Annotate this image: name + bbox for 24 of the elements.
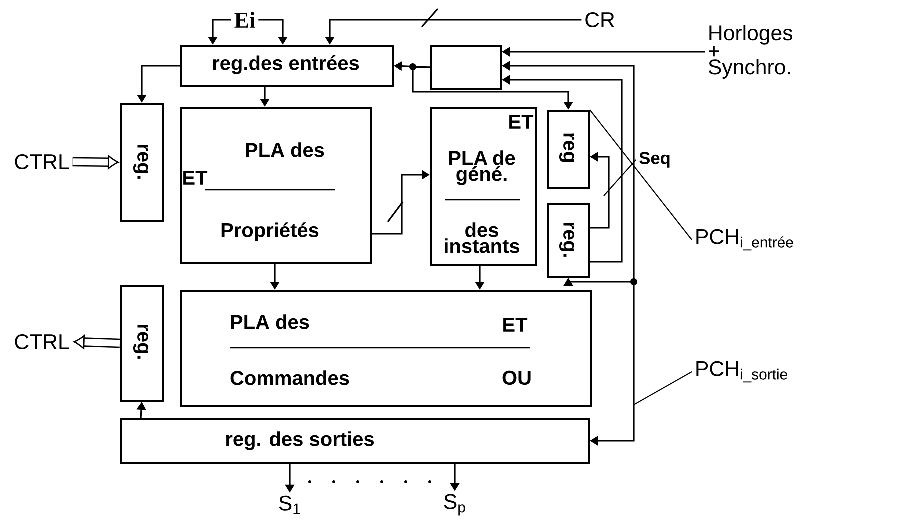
signal-label: Seq — [640, 152, 670, 168]
register-box: reg — [547, 110, 590, 189]
pla-box: ET PLA de géné. des instants — [430, 107, 537, 266]
register-box — [430, 45, 502, 90]
signal-label: PCH$_{i_entrée}$ — [696, 229, 794, 251]
leader-line — [634, 372, 692, 406]
signal-label: CTRL — [15, 154, 70, 170]
leader-line — [590, 110, 692, 240]
signal-label: Horloges + Synchro. — [708, 25, 793, 79]
output-label: S$_{p}$ — [444, 494, 466, 516]
double-arrow — [74, 335, 120, 350]
leader-line — [604, 160, 637, 196]
register-box: reg. — [120, 285, 164, 402]
signal-label: PCH$_{i_sortie}$ — [696, 361, 788, 383]
output-label: S$_{1}$ — [279, 496, 300, 514]
register-box: reg.des entrées — [180, 45, 394, 87]
register-box: reg. des sorties — [120, 418, 590, 464]
signal-label: CTRL — [15, 334, 70, 350]
register-box: reg. — [120, 103, 164, 222]
signal-label: CR — [586, 12, 614, 28]
double-arrow — [72, 155, 120, 170]
register-box: reg. — [547, 203, 590, 278]
pla-box: ET PLA des Propriétés — [180, 107, 372, 264]
input-label: Ei — [234, 12, 256, 28]
